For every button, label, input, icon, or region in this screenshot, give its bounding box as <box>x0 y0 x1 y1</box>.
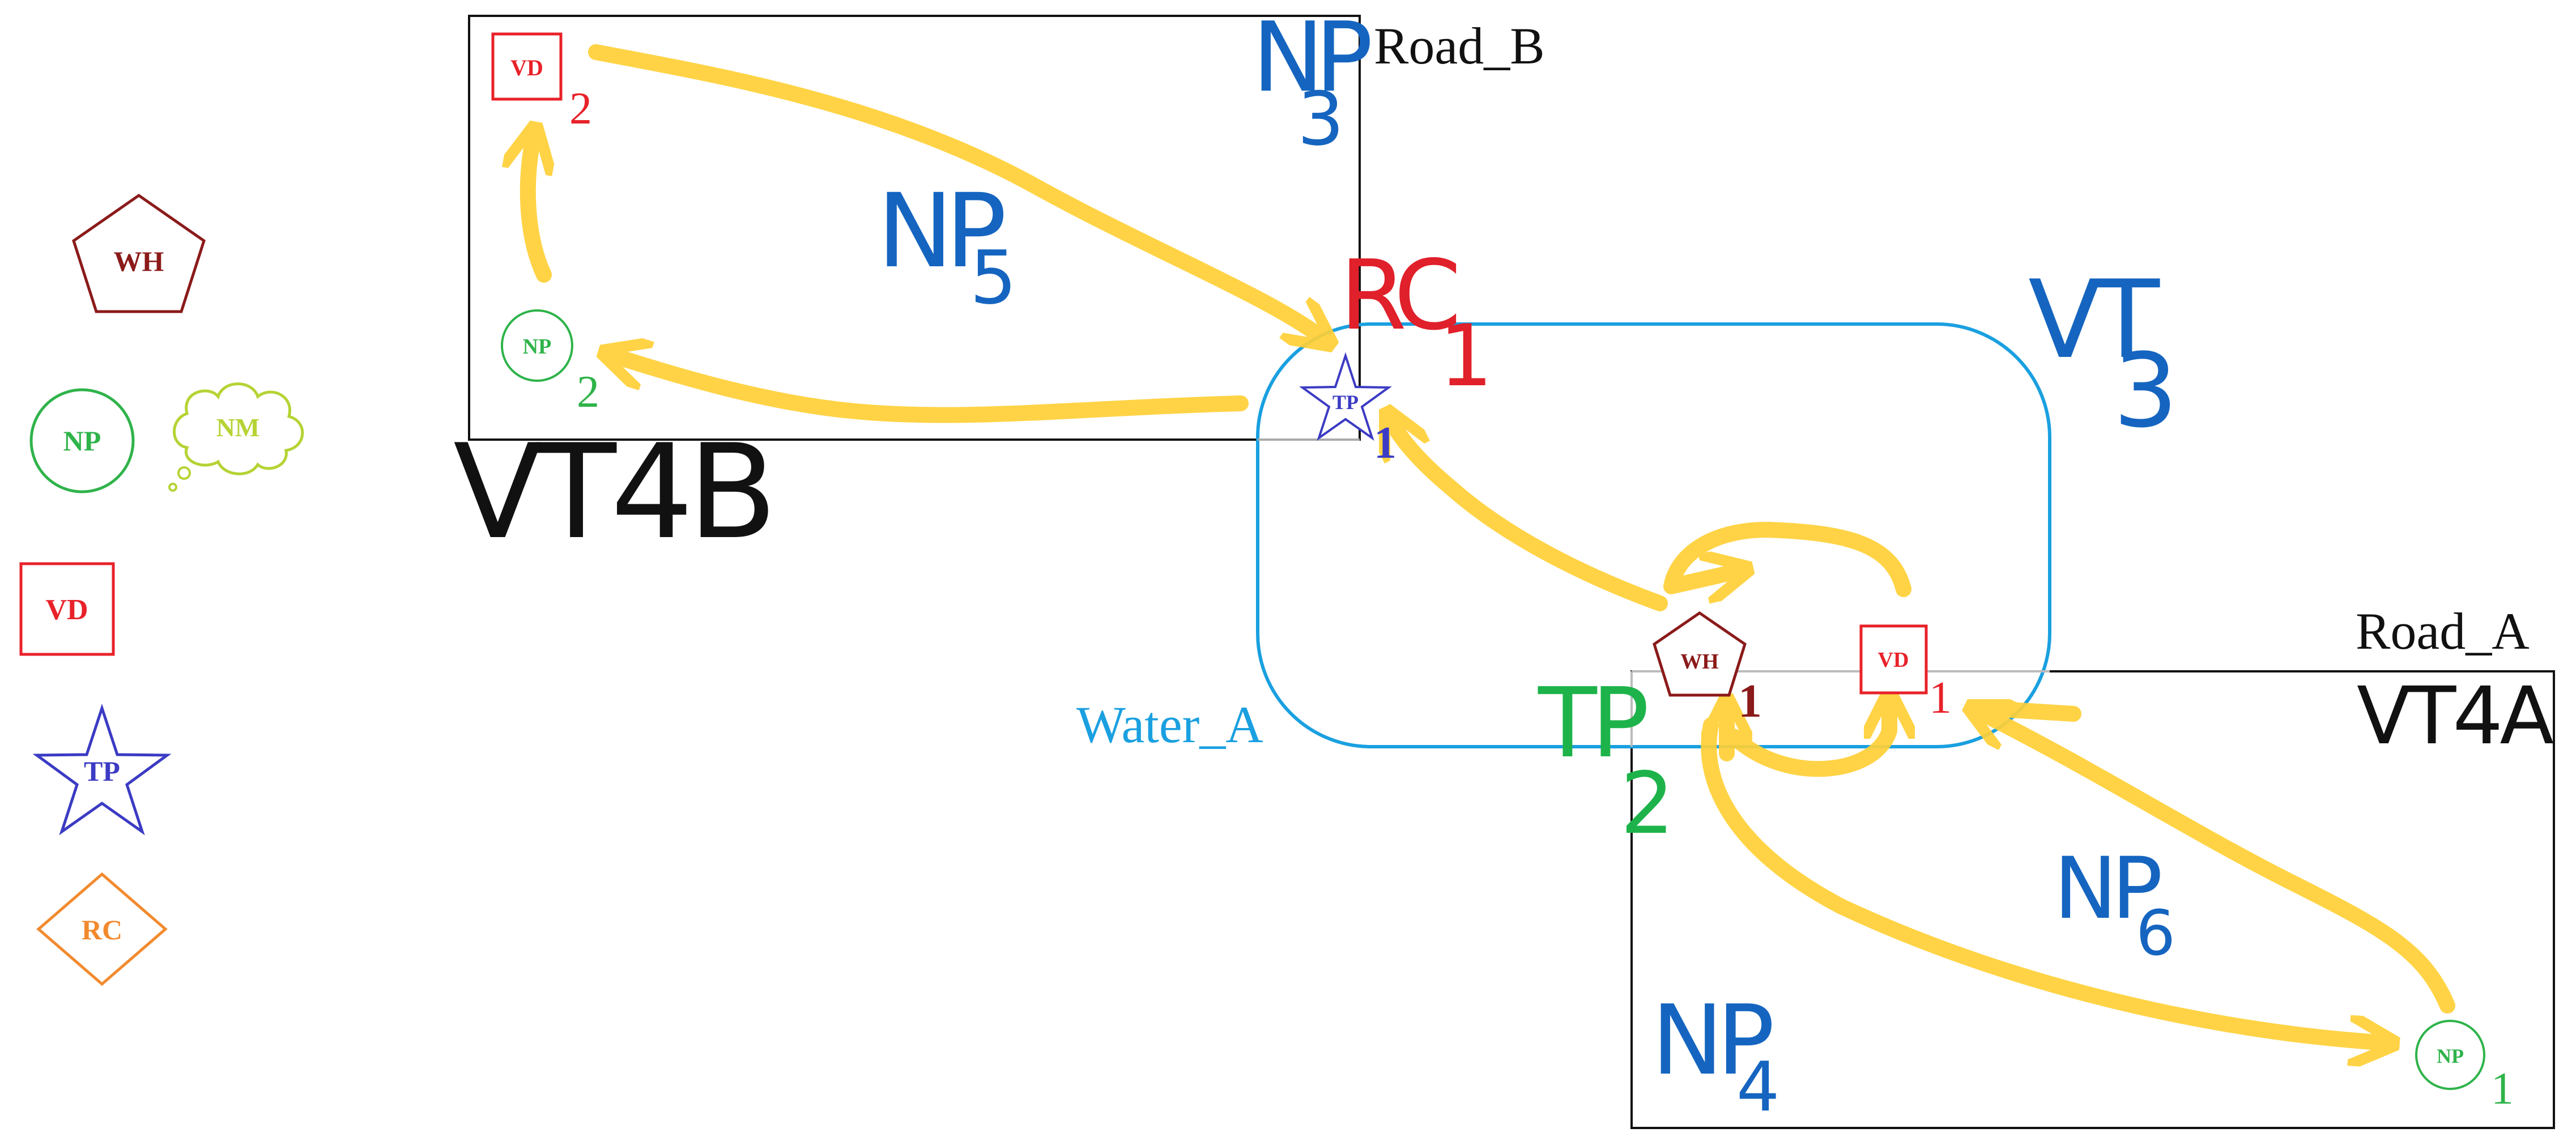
svg-text:1: 1 <box>1439 307 1493 406</box>
svg-text:WH: WH <box>114 245 164 277</box>
road-b-region <box>468 15 1361 441</box>
svg-text:2: 2 <box>1620 755 1674 853</box>
svg-text:NP: NP <box>2437 1045 2464 1067</box>
svg-text:2: 2 <box>577 367 599 417</box>
vt4a-label: VT4A <box>2357 670 2553 763</box>
legend-vd-icon: VD <box>19 562 115 656</box>
svg-text:RC: RC <box>82 914 122 946</box>
svg-text:1: 1 <box>1374 418 1396 468</box>
legend: WH NP NM VD TP RC <box>19 193 304 986</box>
label-rc1: RC 1 <box>1340 240 1493 406</box>
svg-text:NP: NP <box>523 335 552 359</box>
svg-text:TP: TP <box>1538 667 1646 780</box>
svg-text:1: 1 <box>1929 673 1952 723</box>
legend-nm-icon: NM <box>168 382 304 492</box>
arrow-wh1-to-np1 <box>1701 717 2379 1042</box>
svg-text:VD: VD <box>45 594 88 626</box>
water-a-label: Water_A <box>1076 696 1263 753</box>
svg-text:6: 6 <box>2136 897 2175 969</box>
arrow-stub-vd1 <box>1975 700 2081 722</box>
vt3-label: VT 3 <box>2028 257 2178 450</box>
svg-text:4: 4 <box>1736 1048 1779 1127</box>
node-np2: NP 2 <box>501 309 599 417</box>
vt4b-label: VT4B <box>453 417 772 568</box>
legend-wh-icon: WH <box>72 193 206 313</box>
node-vd2: VD 2 <box>491 32 592 134</box>
node-wh1: WH 1 <box>1653 611 1762 727</box>
arrow-vd2-to-rc1 <box>588 44 1319 335</box>
svg-text:NP: NP <box>877 172 1004 291</box>
svg-text:TP: TP <box>1332 391 1359 414</box>
svg-text:3: 3 <box>2113 332 2178 450</box>
svg-text:NP: NP <box>2054 840 2160 938</box>
node-np1: NP 1 <box>2415 1020 2514 1114</box>
svg-text:NP: NP <box>1252 2 1370 114</box>
arrow-wh1-to-tp1 <box>1394 425 1668 611</box>
svg-text:1: 1 <box>1738 675 1762 727</box>
arrow-np1-to-vd1 <box>1983 714 2455 1014</box>
road-a-region <box>1630 670 2555 1129</box>
arrow-vd1-loop-to-wh1 <box>1663 522 1911 589</box>
svg-text:NP: NP <box>63 425 101 457</box>
svg-text:NP: NP <box>1651 985 1772 1097</box>
svg-text:5: 5 <box>970 235 1017 321</box>
road-b-label: Road_B <box>1374 17 1545 75</box>
svg-text:VD: VD <box>510 55 543 80</box>
svg-text:RC: RC <box>1340 240 1457 352</box>
label-np5: NP 5 <box>877 172 1017 321</box>
svg-text:WH: WH <box>1680 650 1719 674</box>
svg-text:VT: VT <box>2028 257 2160 382</box>
label-np3: NP 3 <box>1252 2 1379 162</box>
water-a-region <box>1256 322 2051 748</box>
label-tp2: TP 2 <box>1538 667 1674 853</box>
svg-text:2: 2 <box>569 84 592 134</box>
svg-text:NM: NM <box>216 413 260 442</box>
svg-text:3: 3 <box>1297 76 1344 162</box>
road-a-label: Road_A <box>2356 602 2530 660</box>
legend-tp-icon: TP <box>32 704 172 836</box>
label-np6: NP 6 <box>2054 840 2175 969</box>
svg-text:TP: TP <box>84 755 120 787</box>
legend-np-icon: NP <box>29 388 135 493</box>
arrow-np2-to-vd2 <box>528 142 544 283</box>
svg-text:1: 1 <box>2491 1064 2514 1114</box>
arrow-wh1-to-vd1 <box>1726 708 1889 777</box>
legend-rc-icon: RC <box>36 872 168 986</box>
node-vd1: VD 1 <box>1859 624 1952 723</box>
label-np4: NP 4 <box>1651 985 1779 1127</box>
arrow-tp1-to-np2 <box>618 357 1249 423</box>
node-tp1: TP 1 <box>1298 352 1396 468</box>
svg-text:VD: VD <box>1878 648 1909 672</box>
